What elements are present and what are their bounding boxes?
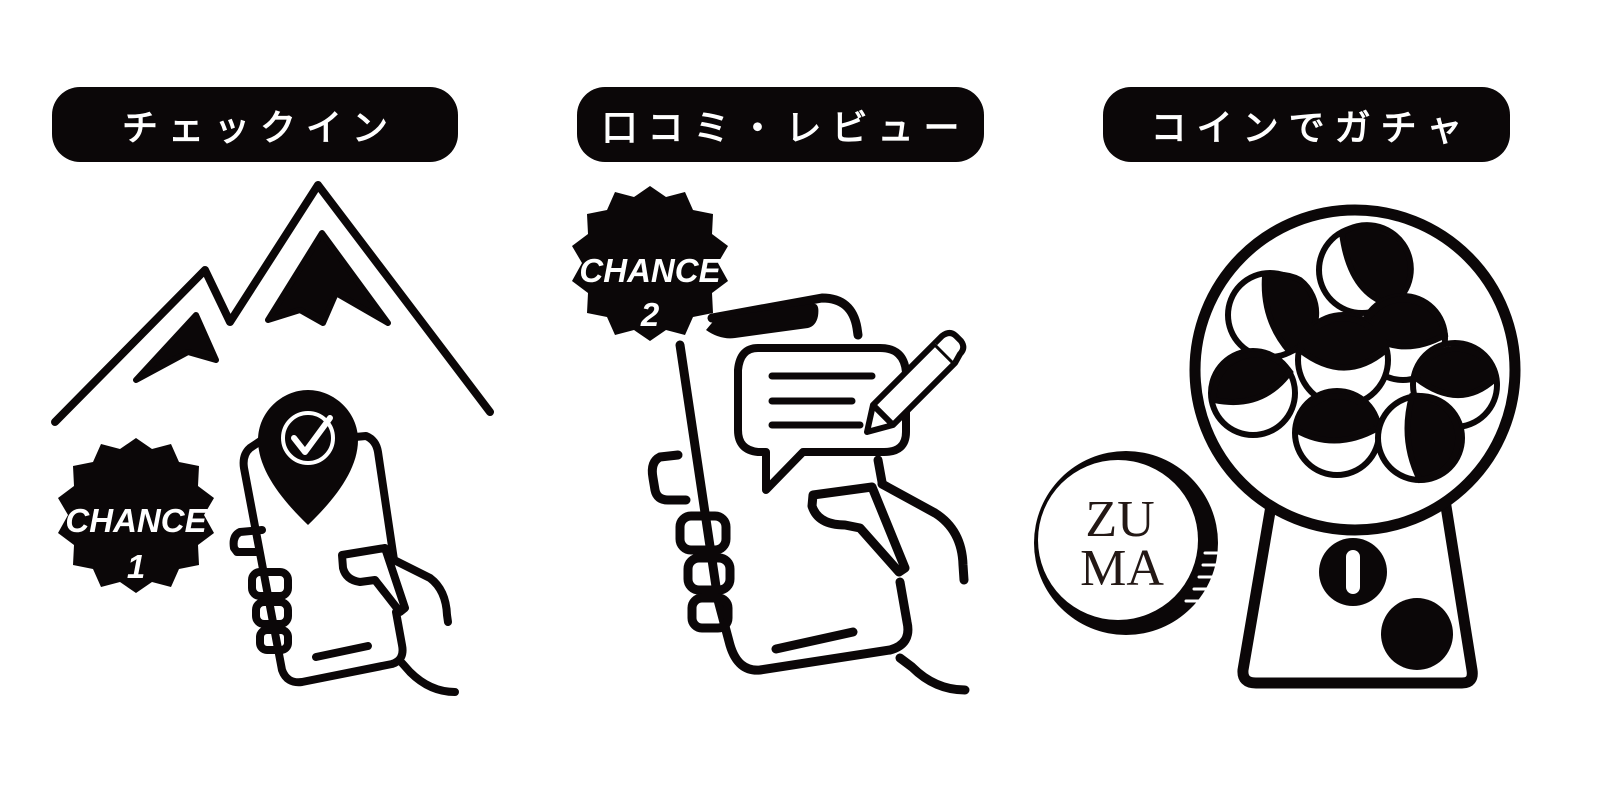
zuma-coin-icon: ZU MA — [1034, 451, 1220, 635]
chance-badge-2: CHANCE 2 — [572, 186, 728, 341]
checkmark-icon — [291, 415, 333, 455]
review-bubble-icon — [734, 344, 910, 494]
badge-number: 2 — [640, 296, 660, 333]
phone-top-shadow — [706, 303, 819, 339]
step-label-text: 口コミ・レビュー — [601, 107, 970, 149]
checkin-pin-icon — [258, 390, 358, 525]
mountains-icon — [51, 181, 494, 426]
coin-text-line1: ZU — [1085, 491, 1154, 548]
gacha-capsules-icon — [1208, 222, 1500, 484]
badge-word: CHANCE — [579, 252, 721, 289]
pencil-icon — [864, 330, 967, 435]
step-label-gacha: コインでガチャ — [1103, 87, 1510, 162]
badge-word: CHANCE — [65, 502, 207, 539]
coin-text-line2: MA — [1080, 540, 1164, 597]
step-label-review: 口コミ・レビュー — [577, 87, 984, 162]
starburst-badge-icon — [572, 186, 728, 341]
coin-motion-lines — [1184, 551, 1220, 603]
step-label-checkin: チェックイン — [52, 87, 458, 162]
starburst-badge-icon — [58, 438, 214, 593]
gacha-capsule-out-icon — [1381, 598, 1453, 670]
badge-number: 1 — [127, 548, 145, 585]
step-label-text: コインでガチャ — [1150, 107, 1473, 149]
phone-in-hand-icon — [229, 432, 459, 696]
step-label-text: チェックイン — [121, 107, 398, 149]
mountain-snowcaps-icon — [133, 230, 391, 383]
phone-in-hand-icon — [647, 293, 970, 695]
chance-badge-1: CHANCE 1 — [58, 438, 214, 593]
gacha-coin-slot-icon — [1319, 538, 1387, 606]
